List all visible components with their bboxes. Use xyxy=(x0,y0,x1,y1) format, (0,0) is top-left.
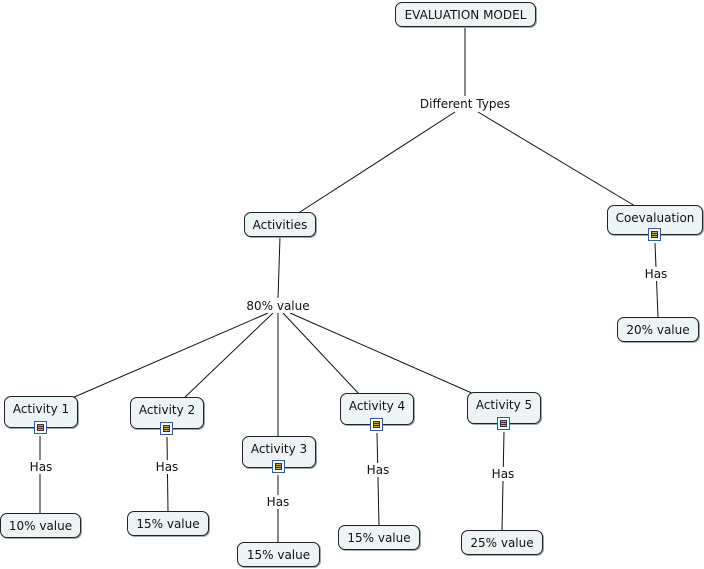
document-icon[interactable] xyxy=(497,417,510,430)
node-label: 15% value xyxy=(246,547,311,562)
node-value-4[interactable]: 15% value xyxy=(338,525,420,550)
node-label: Coevaluation xyxy=(615,211,695,225)
node-label: Activity 1 xyxy=(12,402,70,416)
document-icon[interactable] xyxy=(160,422,173,435)
link-label-has-activity1: Has xyxy=(28,460,54,474)
node-value-2[interactable]: 15% value xyxy=(127,511,209,536)
node-label: 25% value xyxy=(470,535,534,550)
node-label: Activity 5 xyxy=(475,398,533,412)
line-value-to-activity4 xyxy=(282,312,361,396)
node-label: Activity 3 xyxy=(250,442,308,456)
line-activity2-to-value2 xyxy=(166,436,169,513)
line-activities-to-value xyxy=(277,236,281,299)
line-value-to-activity2 xyxy=(181,312,274,401)
node-coevaluation-value[interactable]: 20% value xyxy=(617,317,699,342)
link-label-has-coevaluation: Has xyxy=(643,267,669,281)
link-label-has-activity5: Has xyxy=(490,467,516,481)
line-activity4-to-value4 xyxy=(376,432,380,527)
node-label: Activity 2 xyxy=(138,403,196,417)
node-value-1[interactable]: 10% value xyxy=(0,513,81,538)
document-icon[interactable] xyxy=(34,421,47,434)
line-activity5-to-value5 xyxy=(501,431,505,532)
link-label-80-value: 80% value xyxy=(245,299,311,313)
link-label-has-activity2: Has xyxy=(154,460,180,474)
node-label: 20% value xyxy=(626,322,690,337)
node-value-5[interactable]: 25% value xyxy=(461,530,543,555)
node-label: 10% value xyxy=(8,518,73,533)
node-label: 15% value xyxy=(136,516,200,531)
document-icon[interactable] xyxy=(370,418,383,431)
link-label-different-types: Different Types xyxy=(418,97,512,111)
node-label: EVALUATION MODEL xyxy=(404,7,527,22)
document-icon[interactable] xyxy=(272,460,285,473)
node-activities[interactable]: Activities xyxy=(244,212,316,237)
node-label: 15% value xyxy=(347,530,411,545)
link-label-has-activity3: Has xyxy=(265,495,291,509)
link-label-has-activity4: Has xyxy=(365,463,391,477)
document-icon[interactable] xyxy=(648,228,661,241)
node-value-3[interactable]: 15% value xyxy=(237,542,320,567)
node-evaluation-model[interactable]: EVALUATION MODEL xyxy=(395,2,536,27)
node-label: Activity 4 xyxy=(348,399,406,413)
line-value-to-activity1 xyxy=(71,312,269,399)
node-label: Activities xyxy=(252,217,308,232)
line-types-to-activities xyxy=(299,111,456,213)
line-types-to-coevaluation xyxy=(477,111,636,207)
line-value-to-activity5 xyxy=(289,312,475,395)
